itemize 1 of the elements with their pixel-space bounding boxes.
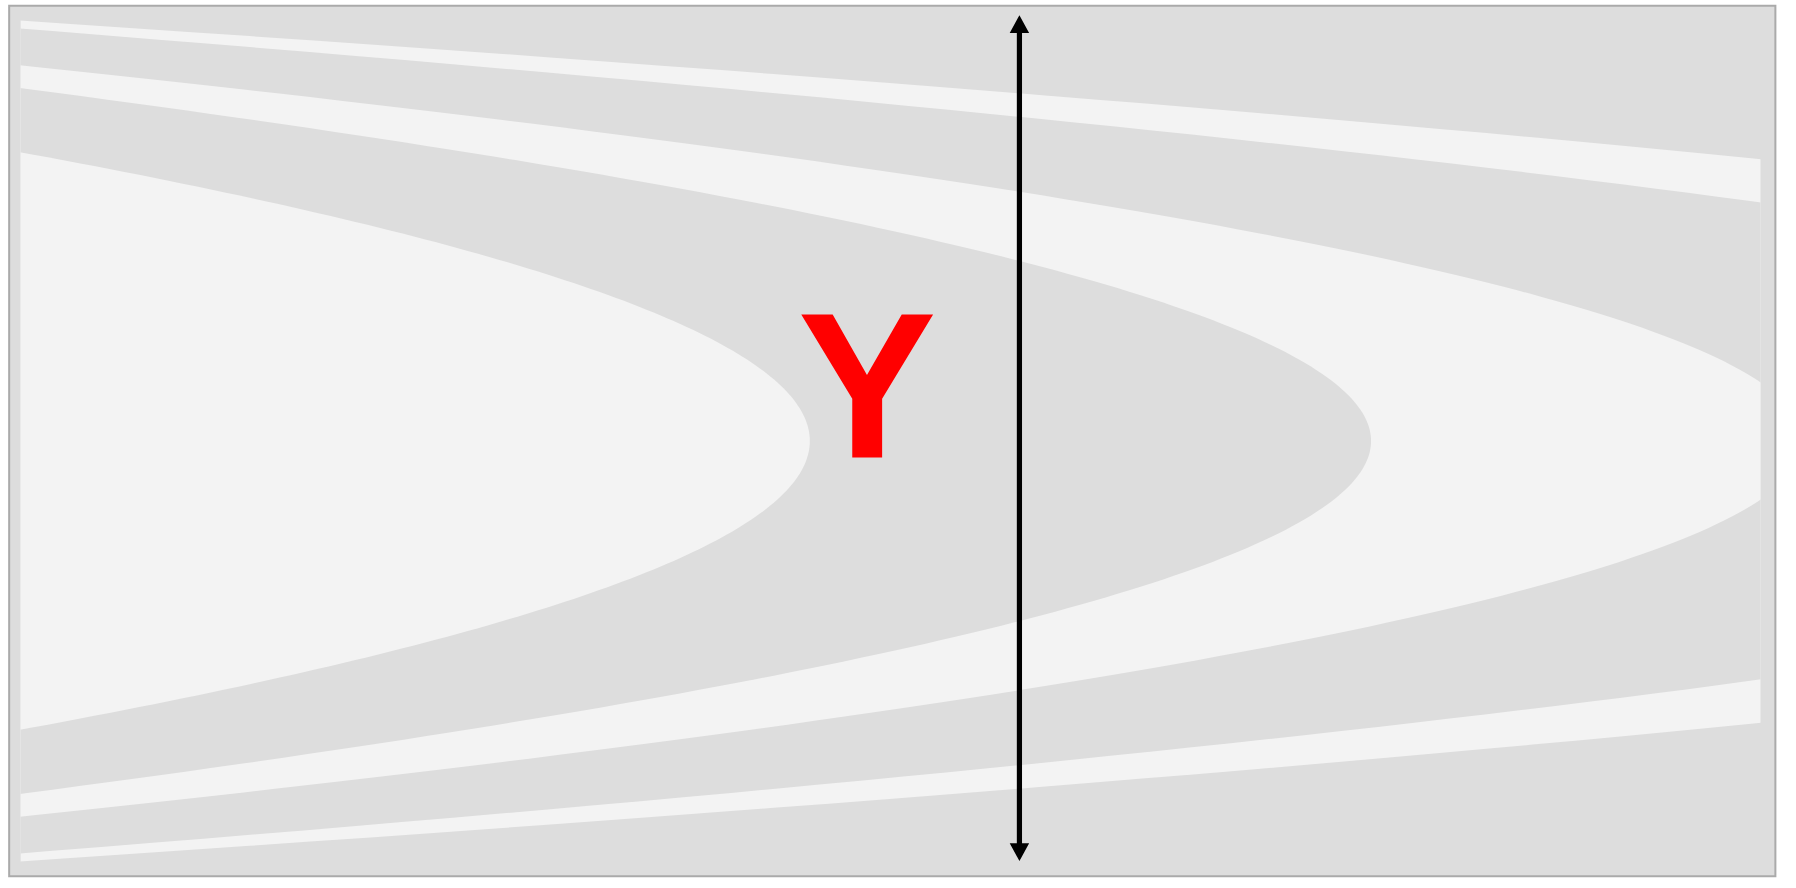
axis-letter: Y — [801, 314, 934, 458]
